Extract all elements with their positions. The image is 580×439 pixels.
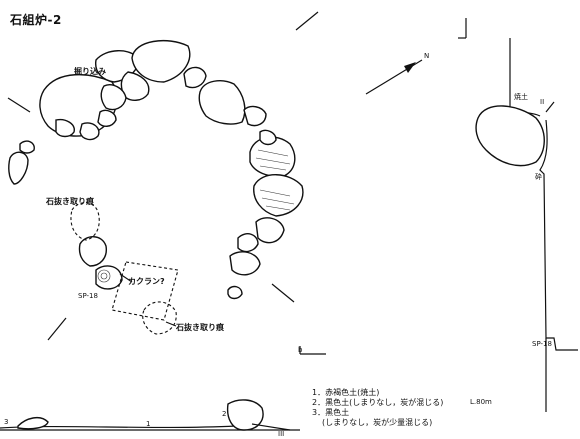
label-north: N bbox=[424, 52, 430, 60]
right-label-yakedo: 焼土 bbox=[514, 93, 528, 101]
label-b: b bbox=[298, 346, 303, 354]
legend-item-3: 3．黒色土 bbox=[312, 408, 350, 417]
right-label-II: II bbox=[540, 98, 545, 106]
label-sp18: SP-18 bbox=[78, 292, 98, 300]
leader-lines bbox=[119, 273, 177, 327]
right-section-profile bbox=[475, 38, 578, 412]
stone-hatching bbox=[97, 149, 295, 283]
label-kakuran: カクラン? bbox=[128, 277, 165, 286]
profile-label-1: 1 bbox=[146, 420, 151, 428]
right-label-rei: 砕 bbox=[535, 173, 542, 181]
scale-label: L.80m bbox=[470, 398, 492, 406]
profile-label-2: 2 bbox=[222, 410, 227, 418]
label-stone-removal-1: 石抜き取り痕 bbox=[46, 197, 94, 206]
right-label-sp18: SP-18 bbox=[532, 340, 552, 348]
north-arrow-icon bbox=[365, 59, 423, 95]
legend-item-1: 1．赤褐色土(焼土) bbox=[312, 388, 380, 397]
profile-label-3: 3 bbox=[4, 418, 9, 426]
bottom-section-profile bbox=[0, 399, 300, 431]
label-stone-removal-2: 石抜き取り痕 bbox=[176, 323, 224, 332]
profile-label-III: III bbox=[278, 430, 285, 438]
hearth-stones bbox=[8, 39, 304, 300]
legend-item-2: 2．黒色土(しまりなし，炭が混じる) bbox=[312, 398, 444, 407]
disturbance-outline bbox=[111, 261, 179, 321]
stone-removal-pit-2 bbox=[142, 301, 177, 335]
legend-item-3-note: (しまりなし，炭が少量混じる) bbox=[322, 418, 433, 427]
stone-removal-pit-1 bbox=[70, 202, 100, 241]
diagram-title: 石組炉-2 bbox=[10, 13, 62, 27]
label-horikomi: 掘り込み bbox=[74, 67, 106, 76]
section-marker-a bbox=[7, 11, 467, 355]
